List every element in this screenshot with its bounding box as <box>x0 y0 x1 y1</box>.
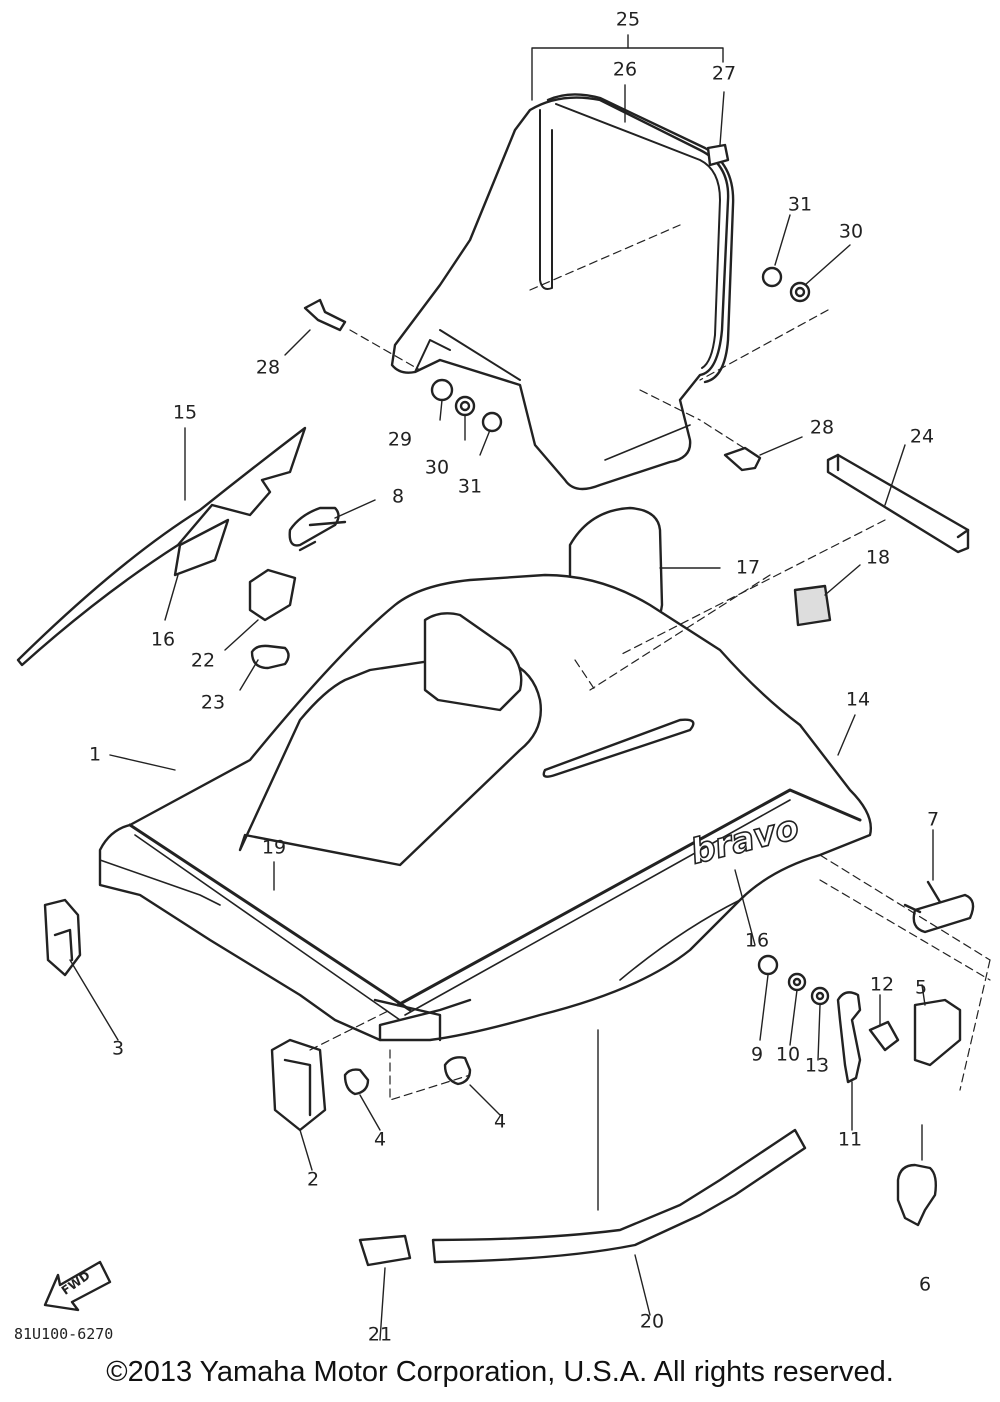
callout-19: 19 <box>261 836 287 859</box>
callout-25: 25 <box>615 8 641 31</box>
callout-29: 29 <box>387 428 413 451</box>
screws <box>303 298 762 472</box>
callout-11: 11 <box>837 1128 863 1151</box>
fwd-arrow-icon <box>43 1260 112 1312</box>
callout-14: 14 <box>845 688 871 711</box>
hinge-center <box>270 1038 327 1132</box>
callout-23: 23 <box>200 691 226 714</box>
callout-3: 3 <box>111 1037 125 1060</box>
copyright-notice: ©2013 Yamaha Motor Corporation, U.S.A. A… <box>106 1356 894 1388</box>
callout-20: 20 <box>639 1310 665 1333</box>
grommets <box>343 1056 472 1096</box>
callout-4: 4 <box>493 1110 507 1133</box>
windshield <box>390 93 735 491</box>
leader-lines <box>69 34 934 1341</box>
callout-13: 13 <box>804 1054 830 1077</box>
callout-1: 1 <box>88 743 102 766</box>
bottom-trim-strip <box>431 1128 807 1264</box>
callout-28: 28 <box>255 356 281 379</box>
nuts-upper <box>761 266 811 303</box>
callout-26: 26 <box>612 58 638 81</box>
latch-arm <box>836 991 862 1084</box>
callout-21: 21 <box>367 1323 393 1346</box>
callout-30: 30 <box>424 456 450 479</box>
callout-6: 6 <box>918 1273 932 1296</box>
end-cap <box>358 1234 412 1267</box>
wedge-pieces <box>248 568 297 670</box>
label-decal <box>793 584 832 627</box>
callout-28: 28 <box>809 416 835 439</box>
callout-5: 5 <box>914 976 928 999</box>
latch-knob <box>896 1163 938 1227</box>
hood-body <box>98 573 872 1042</box>
latch-bracket <box>913 998 962 1067</box>
callout-9: 9 <box>750 1043 764 1066</box>
hinge-left <box>43 898 82 977</box>
side-knob <box>903 880 975 934</box>
callout-31: 31 <box>787 193 813 216</box>
callout-18: 18 <box>865 546 891 569</box>
diagram-code: 81U100-6270 <box>14 1325 114 1343</box>
collar <box>868 1020 900 1052</box>
callout-12: 12 <box>869 973 895 996</box>
callout-27: 27 <box>711 62 737 85</box>
callout-4: 4 <box>373 1128 387 1151</box>
callout-31: 31 <box>457 475 483 498</box>
callout-7: 7 <box>926 808 940 831</box>
callout-24: 24 <box>909 425 935 448</box>
nuts-lower <box>430 378 503 433</box>
alignment-dashes <box>309 224 991 1101</box>
callout-8: 8 <box>391 485 405 508</box>
callout-17: 17 <box>735 556 761 579</box>
callout-15: 15 <box>172 401 198 424</box>
side-decal-stripe <box>16 426 307 667</box>
callout-2: 2 <box>306 1168 320 1191</box>
clip <box>706 143 730 167</box>
bracket <box>288 506 347 552</box>
callout-22: 22 <box>190 649 216 672</box>
callout-30: 30 <box>838 220 864 243</box>
callout-10: 10 <box>775 1043 801 1066</box>
callout-16: 16 <box>744 929 770 952</box>
nut-washer-set <box>757 954 830 1006</box>
callout-16: 16 <box>150 628 176 651</box>
foam-strip <box>826 453 970 554</box>
